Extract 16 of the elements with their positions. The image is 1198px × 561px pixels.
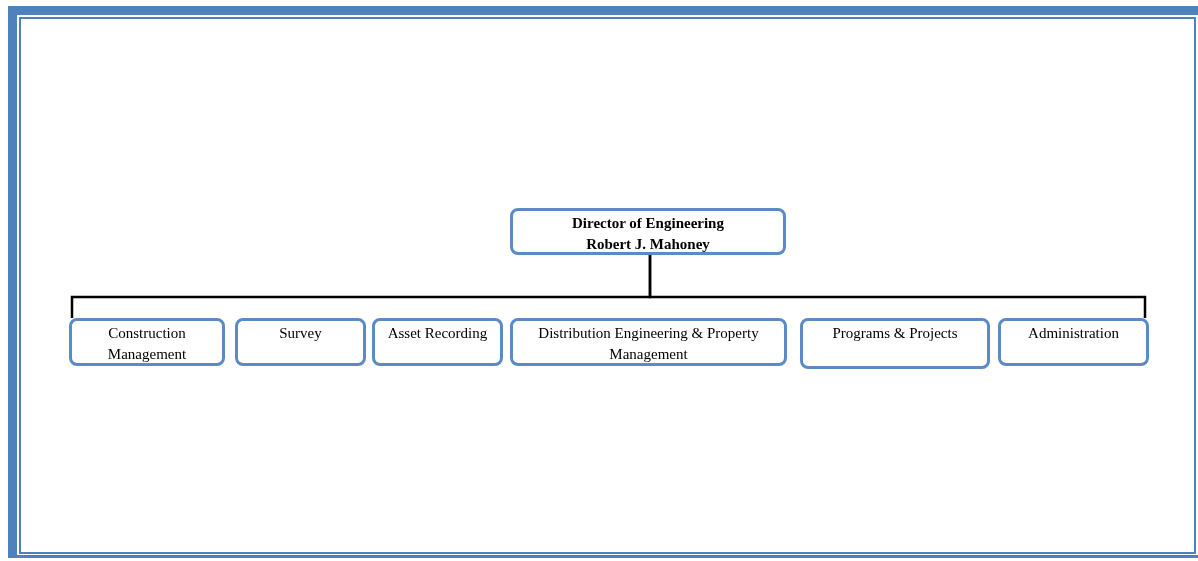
connector-line <box>648 255 1147 318</box>
department-box <box>510 318 787 366</box>
department-box <box>372 318 503 366</box>
department-name: Administration <box>1027 324 1120 343</box>
department-box <box>69 318 225 366</box>
department-name: Distribution Engineering & Property Management <box>537 324 760 364</box>
department-box <box>235 318 366 366</box>
job-title: Director of Engineering <box>571 214 725 233</box>
department-name: Programs & Projects <box>831 324 959 343</box>
department-name: Asset Recording <box>386 324 489 343</box>
department-name: Survey <box>278 324 323 343</box>
person-name: Robert J. Mahoney <box>585 235 711 254</box>
department-box <box>800 318 990 369</box>
department-name: Construction Management <box>106 324 188 364</box>
department-box <box>998 318 1149 366</box>
director-box <box>510 208 786 255</box>
